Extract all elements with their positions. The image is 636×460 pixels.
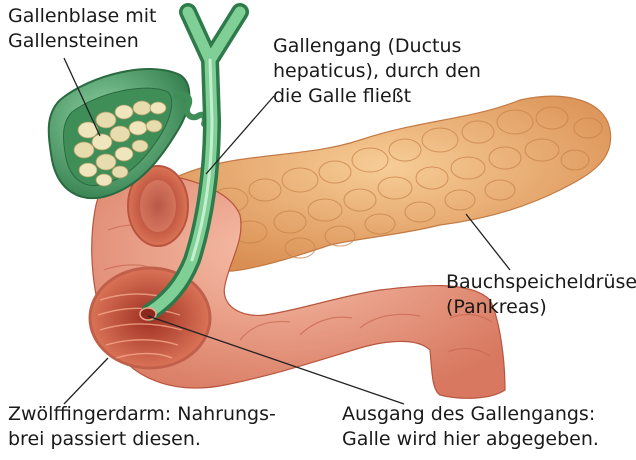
label-duct-exit: Ausgang des Gallengangs: Galle wird hier… <box>342 402 599 452</box>
label-gallbladder-line-1: Gallenblase mit <box>8 4 157 29</box>
label-bile-duct-line-1: Gallengang (Ductus <box>273 34 481 59</box>
label-bile-duct: Gallengang (Ductus hepaticus), durch den… <box>273 34 481 109</box>
label-pancreas: Bauchspeicheldrüse (Pankreas) <box>446 270 636 320</box>
label-duodenum-line-1: Zwölffingerdarm: Nahrungs- <box>8 402 276 427</box>
label-gallbladder: Gallenblase mit Gallensteinen <box>8 4 157 54</box>
label-duodenum-line-2: brei passiert diesen. <box>8 427 276 452</box>
label-duct-exit-line-1: Ausgang des Gallengangs: <box>342 402 599 427</box>
label-duct-exit-line-2: Galle wird hier abgegeben. <box>342 427 599 452</box>
label-bile-duct-line-2: hepaticus), durch den <box>273 59 481 84</box>
label-gallbladder-line-2: Gallensteinen <box>8 29 157 54</box>
label-bile-duct-line-3: die Galle fließt <box>273 84 481 109</box>
label-pancreas-line-1: Bauchspeicheldrüse <box>446 270 636 295</box>
label-pancreas-line-2: (Pankreas) <box>446 295 636 320</box>
label-duodenum: Zwölffingerdarm: Nahrungs- brei passiert… <box>8 402 276 452</box>
